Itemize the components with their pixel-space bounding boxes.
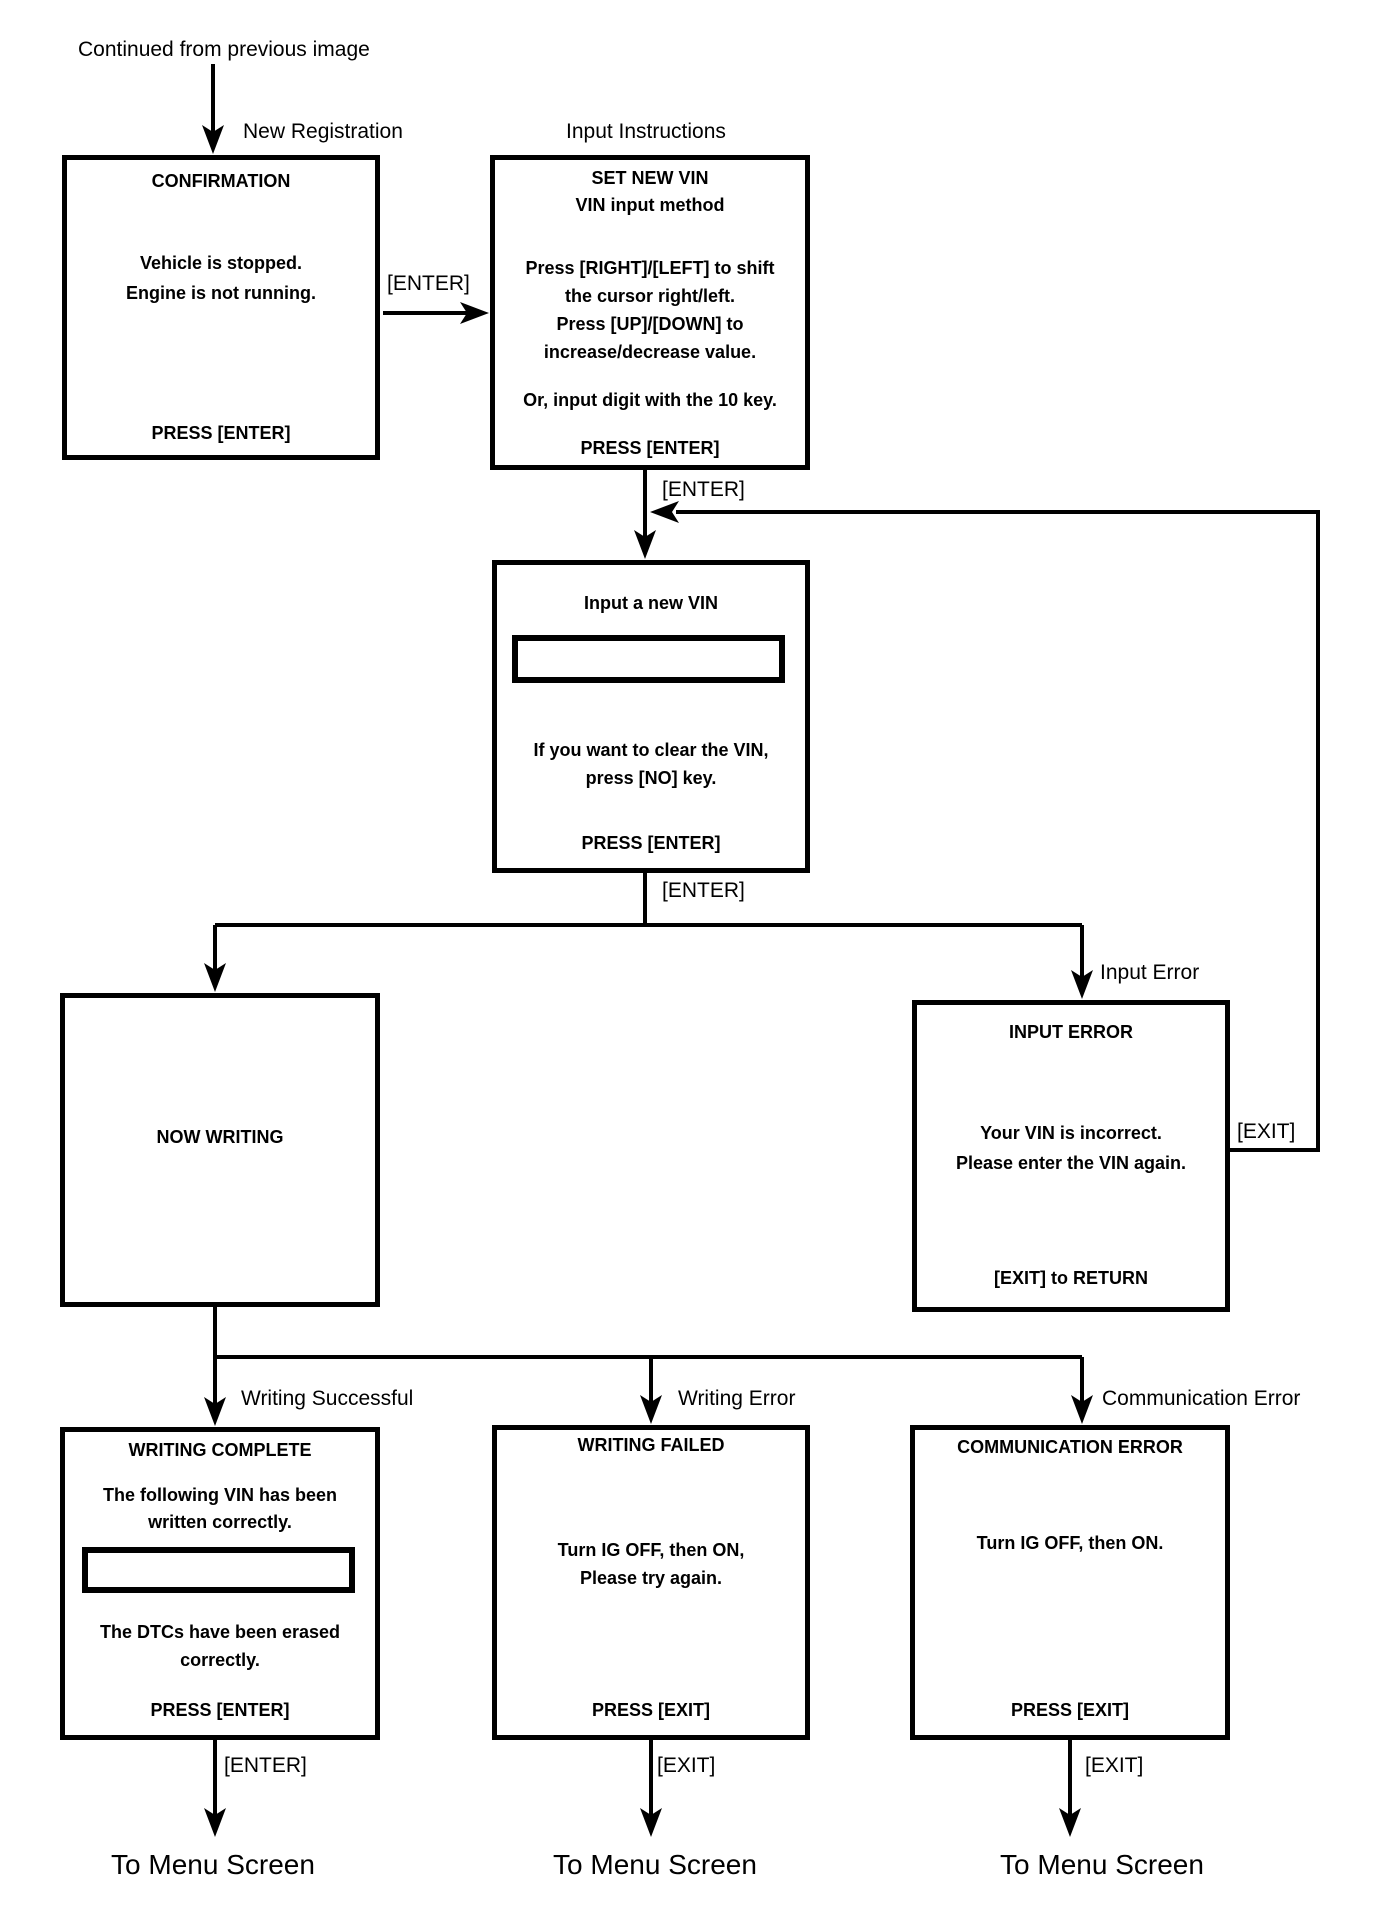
branch-label-writing-error: Writing Error (678, 1387, 796, 1410)
screen-communication-error: COMMUNICATION ERROR Turn IG OFF, then ON… (910, 1425, 1230, 1740)
branch-label-input-instructions: Input Instructions (566, 120, 726, 143)
arrowhead-into-instructions (460, 302, 489, 324)
screen-set-new-vin-title: SET NEW VIN (591, 168, 709, 188)
screen-confirmation-title: CONFIRMATION (151, 171, 291, 191)
connector-label-enter-bottom: [ENTER] (224, 1754, 307, 1777)
screen-input-error-action: [EXIT] to RETURN (994, 1268, 1148, 1288)
screen-input-error-body1: Your VIN is incorrect. (980, 1123, 1162, 1143)
screen-now-writing-title: NOW WRITING (156, 1127, 284, 1147)
screen-writing-failed: WRITING FAILED Turn IG OFF, then ON, Ple… (492, 1425, 810, 1740)
connector-label-enter-1: [ENTER] (387, 272, 470, 295)
screen-input-new-vin-body2: press [NO] key. (585, 768, 717, 788)
arrowhead-to-menu-middle (640, 1808, 662, 1837)
connector-label-enter-3: [ENTER] (662, 879, 745, 902)
arrowhead-to-menu-left (204, 1808, 226, 1837)
screen-input-new-vin-body1: If you want to clear the VIN, (533, 740, 769, 760)
screen-confirmation: CONFIRMATION Vehicle is stopped. Engine … (62, 155, 380, 460)
screen-writing-complete-body4: correctly. (180, 1650, 260, 1670)
arrowhead-into-writing-complete (204, 1397, 226, 1426)
screen-input-new-vin-title: Input a new VIN (583, 593, 718, 613)
branch-label-writing-successful: Writing Successful (241, 1387, 414, 1410)
connector-line-group (211, 64, 1320, 1819)
arrowhead-into-now-writing (204, 963, 226, 992)
to-menu-screen-left: To Menu Screen (111, 1849, 315, 1880)
screen-input-error-body2: Please enter the VIN again. (955, 1153, 1187, 1173)
screen-writing-complete-body2: written correctly. (148, 1512, 292, 1532)
screen-writing-complete: WRITING COMPLETE The following VIN has b… (60, 1427, 380, 1740)
arrowhead-to-menu-right (1059, 1808, 1081, 1837)
screen-input-error-title: INPUT ERROR (1008, 1022, 1133, 1042)
screen-communication-error-action: PRESS [EXIT] (1010, 1700, 1130, 1720)
line-input-error-exit-loop (676, 510, 1320, 1152)
connector-label-exit-bottom-middle: [EXIT] (657, 1754, 716, 1777)
screen-set-new-vin-body3: Press [UP]/[DOWN] to (556, 314, 744, 334)
connector-label-exit-loop: [EXIT] (1237, 1120, 1296, 1143)
screen-input-error: INPUT ERROR Your VIN is incorrect. Pleas… (912, 1000, 1230, 1312)
screen-set-new-vin-subtitle: VIN input method (575, 195, 725, 215)
screen-set-new-vin: SET NEW VIN VIN input method Press [RIGH… (490, 155, 810, 470)
arrowhead-into-communication-error (1071, 1395, 1093, 1424)
arrowhead-into-input-error (1071, 970, 1093, 999)
screen-set-new-vin-body5: Or, input digit with the 10 key. (523, 390, 777, 410)
screen-communication-error-title: COMMUNICATION ERROR (957, 1437, 1183, 1457)
screen-confirmation-body2: Engine is not running. (126, 283, 316, 303)
vin-input-field (512, 635, 785, 683)
vin-written-field (82, 1547, 355, 1593)
screen-input-new-vin-action: PRESS [ENTER] (581, 833, 721, 853)
screen-writing-complete-body1: The following VIN has been (102, 1485, 338, 1505)
branch-label-new-registration: New Registration (243, 120, 403, 143)
arrowhead-into-writing-failed (640, 1395, 662, 1424)
screen-writing-failed-title: WRITING FAILED (577, 1435, 725, 1455)
screen-set-new-vin-body1: Press [RIGHT]/[LEFT] to shift (525, 258, 775, 278)
screen-input-new-vin: Input a new VIN If you want to clear the… (492, 560, 810, 873)
arrowhead-exit-loop-merge (650, 501, 679, 523)
screen-writing-complete-body3: The DTCs have been erased (99, 1622, 341, 1642)
arrowhead-group (202, 125, 1093, 1837)
arrowhead-into-input-vin (634, 530, 656, 559)
to-menu-screen-right: To Menu Screen (1000, 1849, 1204, 1880)
branch-label-input-error: Input Error (1100, 961, 1200, 984)
screen-writing-failed-body1: Turn IG OFF, then ON, (557, 1540, 745, 1560)
screen-now-writing: NOW WRITING (60, 993, 380, 1307)
screen-set-new-vin-body2: the cursor right/left. (564, 286, 735, 306)
screen-writing-complete-title: WRITING COMPLETE (128, 1440, 312, 1460)
branch-label-communication-error: Communication Error (1102, 1387, 1301, 1410)
continued-from-label: Continued from previous image (78, 38, 370, 61)
screen-writing-failed-body2: Please try again. (579, 1568, 723, 1588)
arrowhead-into-confirmation (202, 125, 224, 154)
screen-confirmation-body1: Vehicle is stopped. (139, 253, 303, 273)
screen-confirmation-action: PRESS [ENTER] (151, 423, 291, 443)
to-menu-screen-middle: To Menu Screen (553, 1849, 757, 1880)
screen-set-new-vin-action: PRESS [ENTER] (580, 438, 720, 458)
connector-label-enter-2: [ENTER] (662, 478, 745, 501)
screen-set-new-vin-body4: increase/decrease value. (543, 342, 757, 362)
screen-writing-failed-action: PRESS [EXIT] (591, 1700, 711, 1720)
connector-label-exit-bottom-right: [EXIT] (1085, 1754, 1144, 1777)
screen-writing-complete-action: PRESS [ENTER] (150, 1700, 290, 1720)
screen-communication-error-body1: Turn IG OFF, then ON. (976, 1533, 1164, 1553)
